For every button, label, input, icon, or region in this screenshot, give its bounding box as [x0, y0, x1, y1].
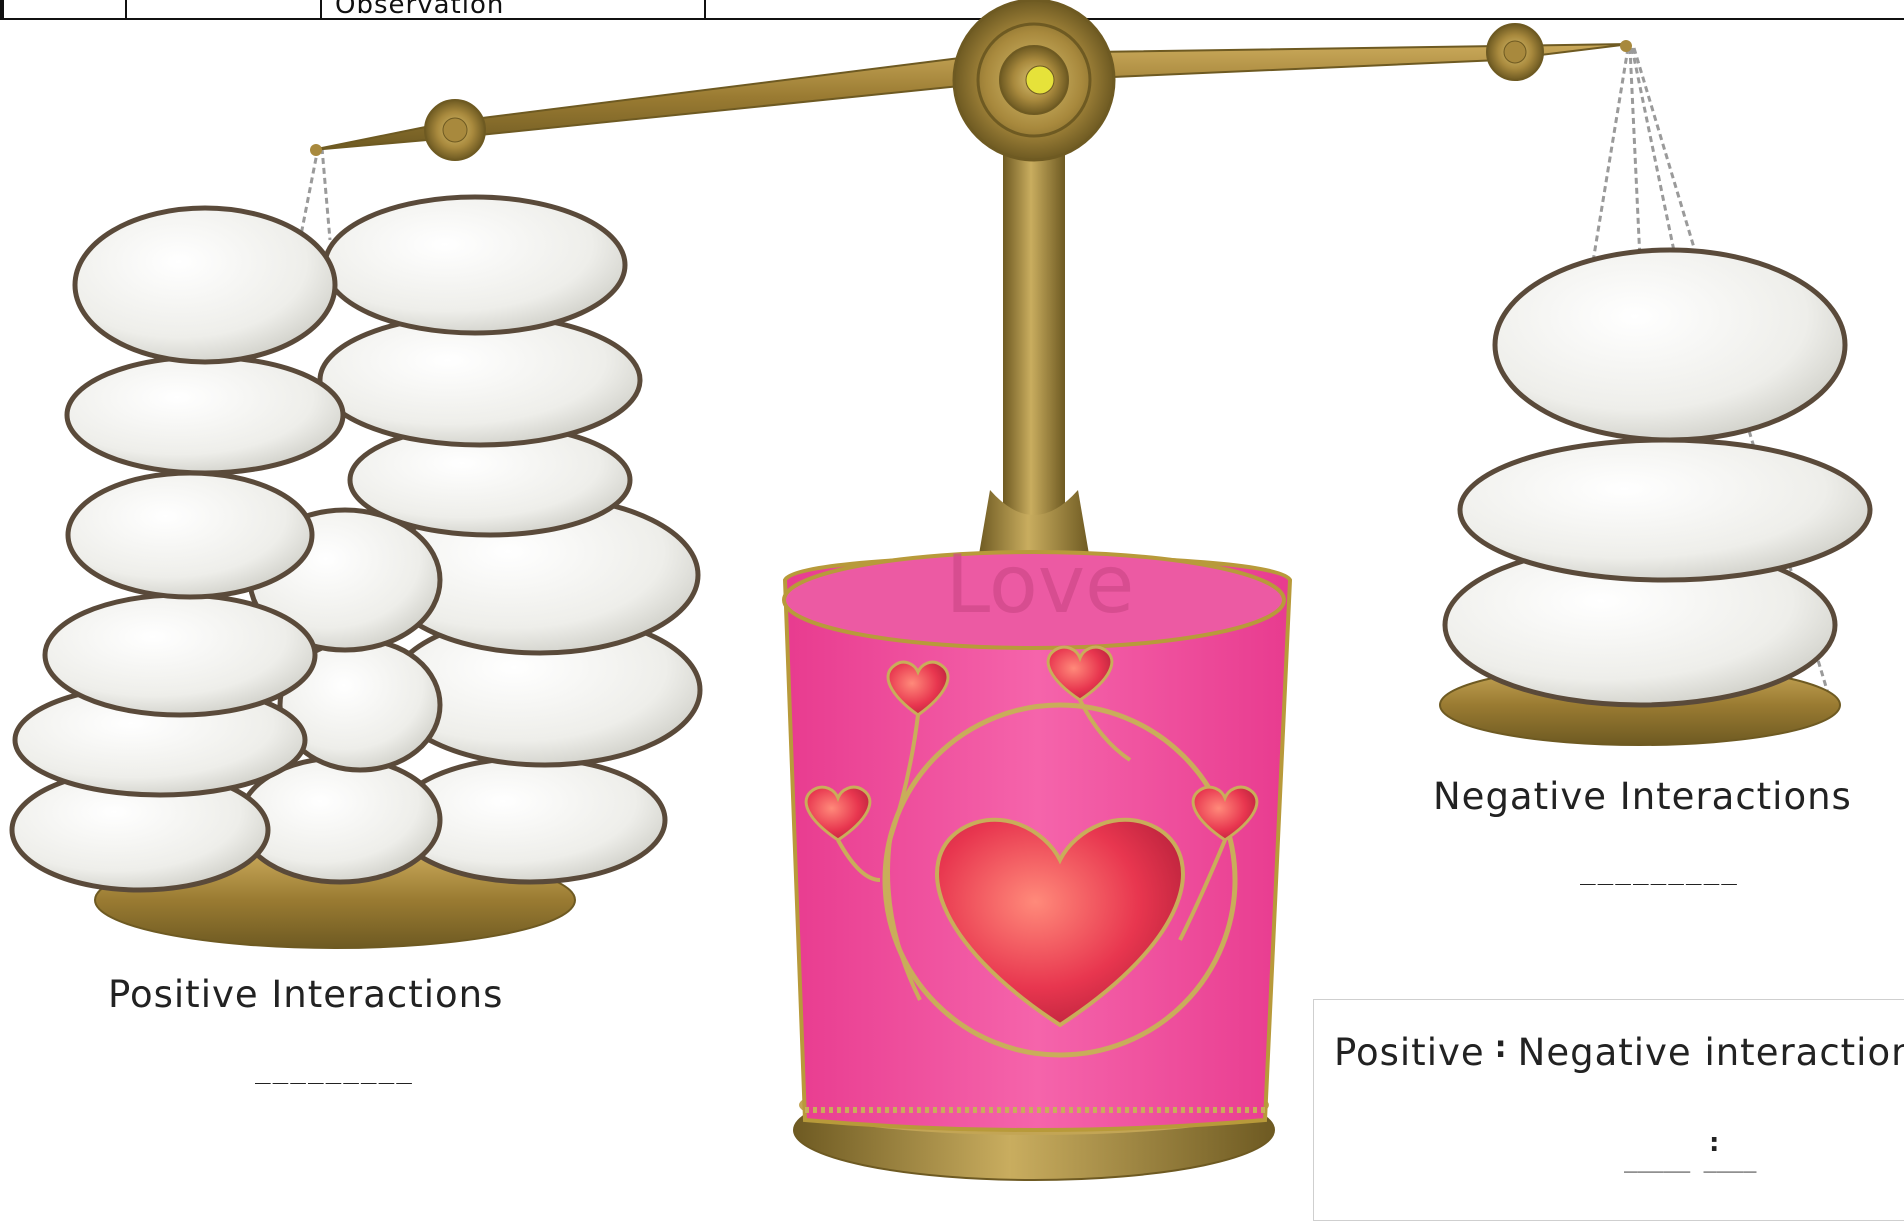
worksheet-canvas: Observation: [0, 0, 1904, 1195]
ratio-left-blank[interactable]: _____: [1624, 1148, 1690, 1173]
positive-interactions-label: Positive Interactions: [108, 973, 503, 1016]
ratio-box: Positive: Negative interaction : _____ __…: [1313, 999, 1904, 1221]
left-beam-tip: [310, 144, 322, 156]
right-stones: [1445, 250, 1870, 705]
negative-count-blank[interactable]: _________: [1580, 856, 1739, 886]
ratio-positive-text: Positive: [1334, 1031, 1485, 1074]
hub-gem: [1026, 66, 1054, 94]
positive-count-blank[interactable]: _________: [255, 1055, 414, 1085]
right-beam-tip: [1620, 40, 1632, 52]
ratio-title: Positive: Negative interaction: [1334, 1030, 1904, 1074]
left-chains: [300, 148, 330, 240]
ratio-right-blank[interactable]: ____: [1703, 1148, 1756, 1173]
negative-interactions-label: Negative Interactions: [1433, 775, 1852, 818]
scale-pillar: [1003, 150, 1065, 530]
ratio-title-colon: :: [1495, 1030, 1508, 1065]
ratio-blanks[interactable]: _____ ____: [1624, 1148, 1756, 1173]
ratio-negative-text: Negative interaction: [1518, 1031, 1904, 1074]
left-stones: [12, 197, 700, 890]
cup-love-text: Love: [946, 538, 1135, 631]
